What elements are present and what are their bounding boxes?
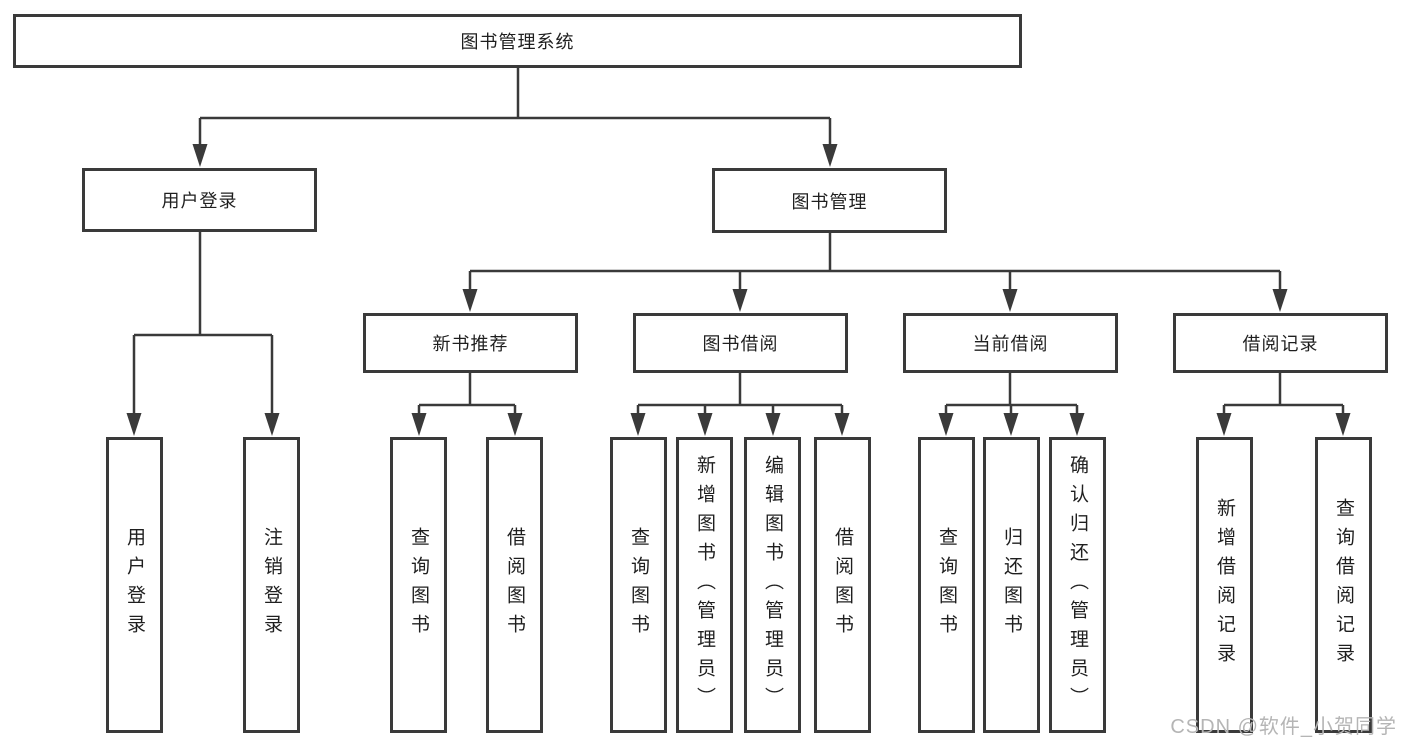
leaf-label: 归还图书 [1001, 527, 1022, 643]
leaf-query-books-current: 查询图书 [918, 437, 975, 733]
node-label: 用户登录 [161, 191, 238, 211]
leaf-label: 新增图书（管理员） [694, 454, 715, 716]
node-label: 图书借阅 [702, 334, 779, 354]
node-label: 新书推荐 [432, 334, 509, 354]
leaf-logout: 注销登录 [243, 437, 300, 733]
leaf-label: 查询图书 [936, 527, 957, 643]
leaf-label: 借阅图书 [504, 527, 525, 643]
leaf-label: 注销登录 [261, 527, 282, 643]
node-borrowing-records: 借阅记录 [1173, 313, 1388, 373]
node-label: 当前借阅 [972, 334, 1049, 354]
leaf-borrow-books-borrow: 借阅图书 [814, 437, 871, 733]
leaf-label: 查询图书 [408, 527, 429, 643]
leaf-add-book-admin: 新增图书（管理员） [676, 437, 733, 733]
leaf-return-books: 归还图书 [983, 437, 1040, 733]
node-label: 图书管理 [791, 191, 868, 212]
leaf-label: 借阅图书 [832, 527, 853, 643]
node-book-management: 图书管理 [712, 168, 947, 233]
leaf-edit-book-admin: 编辑图书（管理员） [744, 437, 801, 733]
leaf-label: 新增借阅记录 [1214, 498, 1235, 672]
arrowhead-icons [126, 144, 1351, 436]
leaf-label: 确认归还（管理员） [1067, 454, 1088, 716]
node-label: 借阅记录 [1242, 334, 1319, 354]
leaf-add-borrow-record: 新增借阅记录 [1196, 437, 1253, 733]
leaf-confirm-return-admin: 确认归还（管理员） [1049, 437, 1106, 733]
leaf-user-login: 用户登录 [106, 437, 163, 733]
leaf-label: 查询图书 [628, 527, 649, 643]
node-label: 图书管理系统 [460, 32, 575, 52]
leaf-label: 用户登录 [124, 527, 145, 643]
leaf-label: 查询借阅记录 [1333, 498, 1354, 672]
node-current-borrowing: 当前借阅 [903, 313, 1118, 373]
node-library-management-system: 图书管理系统 [13, 14, 1022, 68]
leaf-query-books-borrow: 查询图书 [610, 437, 667, 733]
leaf-query-books-recommend: 查询图书 [390, 437, 447, 733]
leaf-borrow-books-recommend: 借阅图书 [486, 437, 543, 733]
node-user-login: 用户登录 [82, 168, 317, 232]
leaf-label: 编辑图书（管理员） [762, 454, 783, 716]
watermark: CSDN @软件_小贺同学 [1170, 716, 1397, 738]
node-new-book-recommendation: 新书推荐 [363, 313, 578, 373]
node-book-borrowing: 图书借阅 [633, 313, 848, 373]
leaf-query-borrow-record: 查询借阅记录 [1315, 437, 1372, 733]
